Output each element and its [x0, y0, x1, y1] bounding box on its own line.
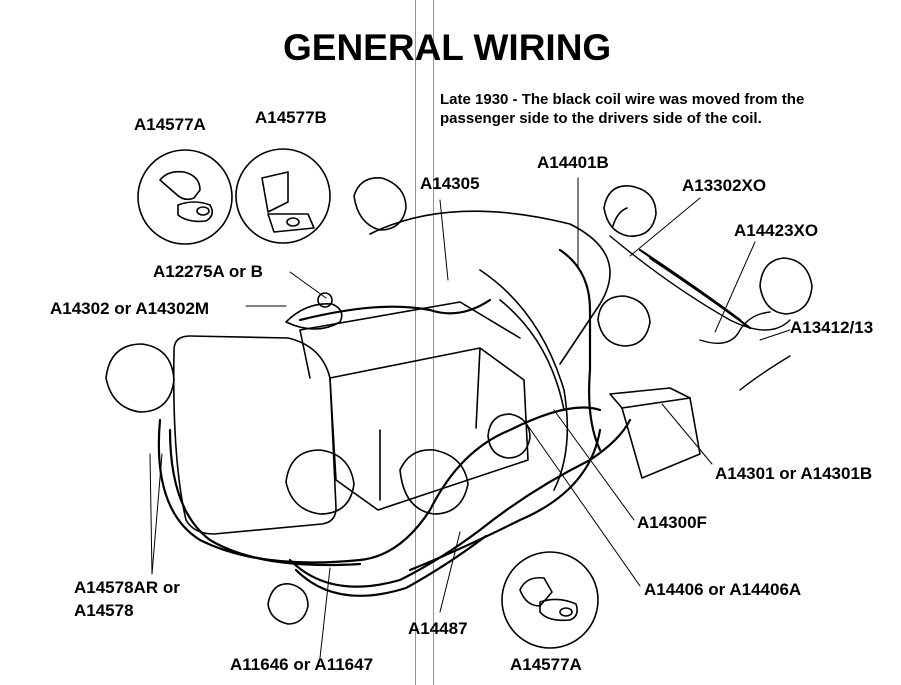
battery: [609, 387, 701, 479]
label-a11646: A11646 or A11647: [230, 655, 374, 674]
label-a12275: A12275A or B: [153, 262, 263, 281]
guide-line-right: [433, 0, 434, 685]
label-a14406: A14406 or A14406A: [644, 580, 802, 599]
label-a14487: A14487: [408, 619, 468, 638]
firewall-dash: [369, 210, 611, 365]
label-a14578-line2: A14578: [74, 601, 134, 620]
label-a14302: A14302 or A14302M: [50, 299, 210, 318]
lamp-far-right: [759, 257, 813, 315]
label-a14305: A14305: [420, 174, 480, 193]
label-a14423xo: A14423XO: [734, 221, 819, 240]
note-line-2: passenger side to the drivers side of th…: [440, 110, 762, 127]
guide-line-left: [415, 0, 416, 685]
headlamp-right: [285, 449, 355, 515]
note-line-1: Late 1930 - The black coil wire was move…: [440, 91, 805, 108]
label-a14300f: A14300F: [637, 513, 707, 532]
clip-a14577a-bottom-circle: [501, 551, 599, 649]
note-text: Late 1930 - The black coil wire was move…: [440, 90, 804, 128]
fender-curve-right: [479, 269, 569, 491]
label-a13302xo: A13302XO: [682, 176, 767, 195]
label-a14578-line1: A14578AR or: [74, 578, 180, 597]
label-a14401b: A14401B: [537, 153, 609, 172]
lamp-mid-right: [597, 295, 651, 347]
label-a14301: A14301 or A14301B: [715, 464, 873, 483]
wire-harness-main: [157, 248, 752, 597]
lamp-bottom-left: [267, 583, 309, 625]
radiator-shell: [172, 335, 337, 535]
leader-lines: [149, 177, 791, 659]
label-a14577a-top: A14577A: [134, 115, 206, 134]
generator: [399, 449, 469, 515]
engine-block: [299, 301, 529, 511]
clip-a14577a-top-circle: [137, 149, 233, 245]
clip-a14577b-circle: [235, 148, 331, 244]
label-a14577b: A14577B: [255, 108, 327, 127]
lamp-small-center: [487, 413, 531, 459]
label-a13412: A13412/13: [790, 318, 874, 337]
lamp-top-right: [603, 185, 657, 237]
headlamp-left: [105, 343, 175, 413]
wire-rear-lamps: [609, 235, 791, 391]
page-title: GENERAL WIRING: [283, 27, 612, 68]
lamp-top-left: [353, 177, 407, 231]
label-a14577a-bottom: A14577A: [510, 655, 582, 674]
